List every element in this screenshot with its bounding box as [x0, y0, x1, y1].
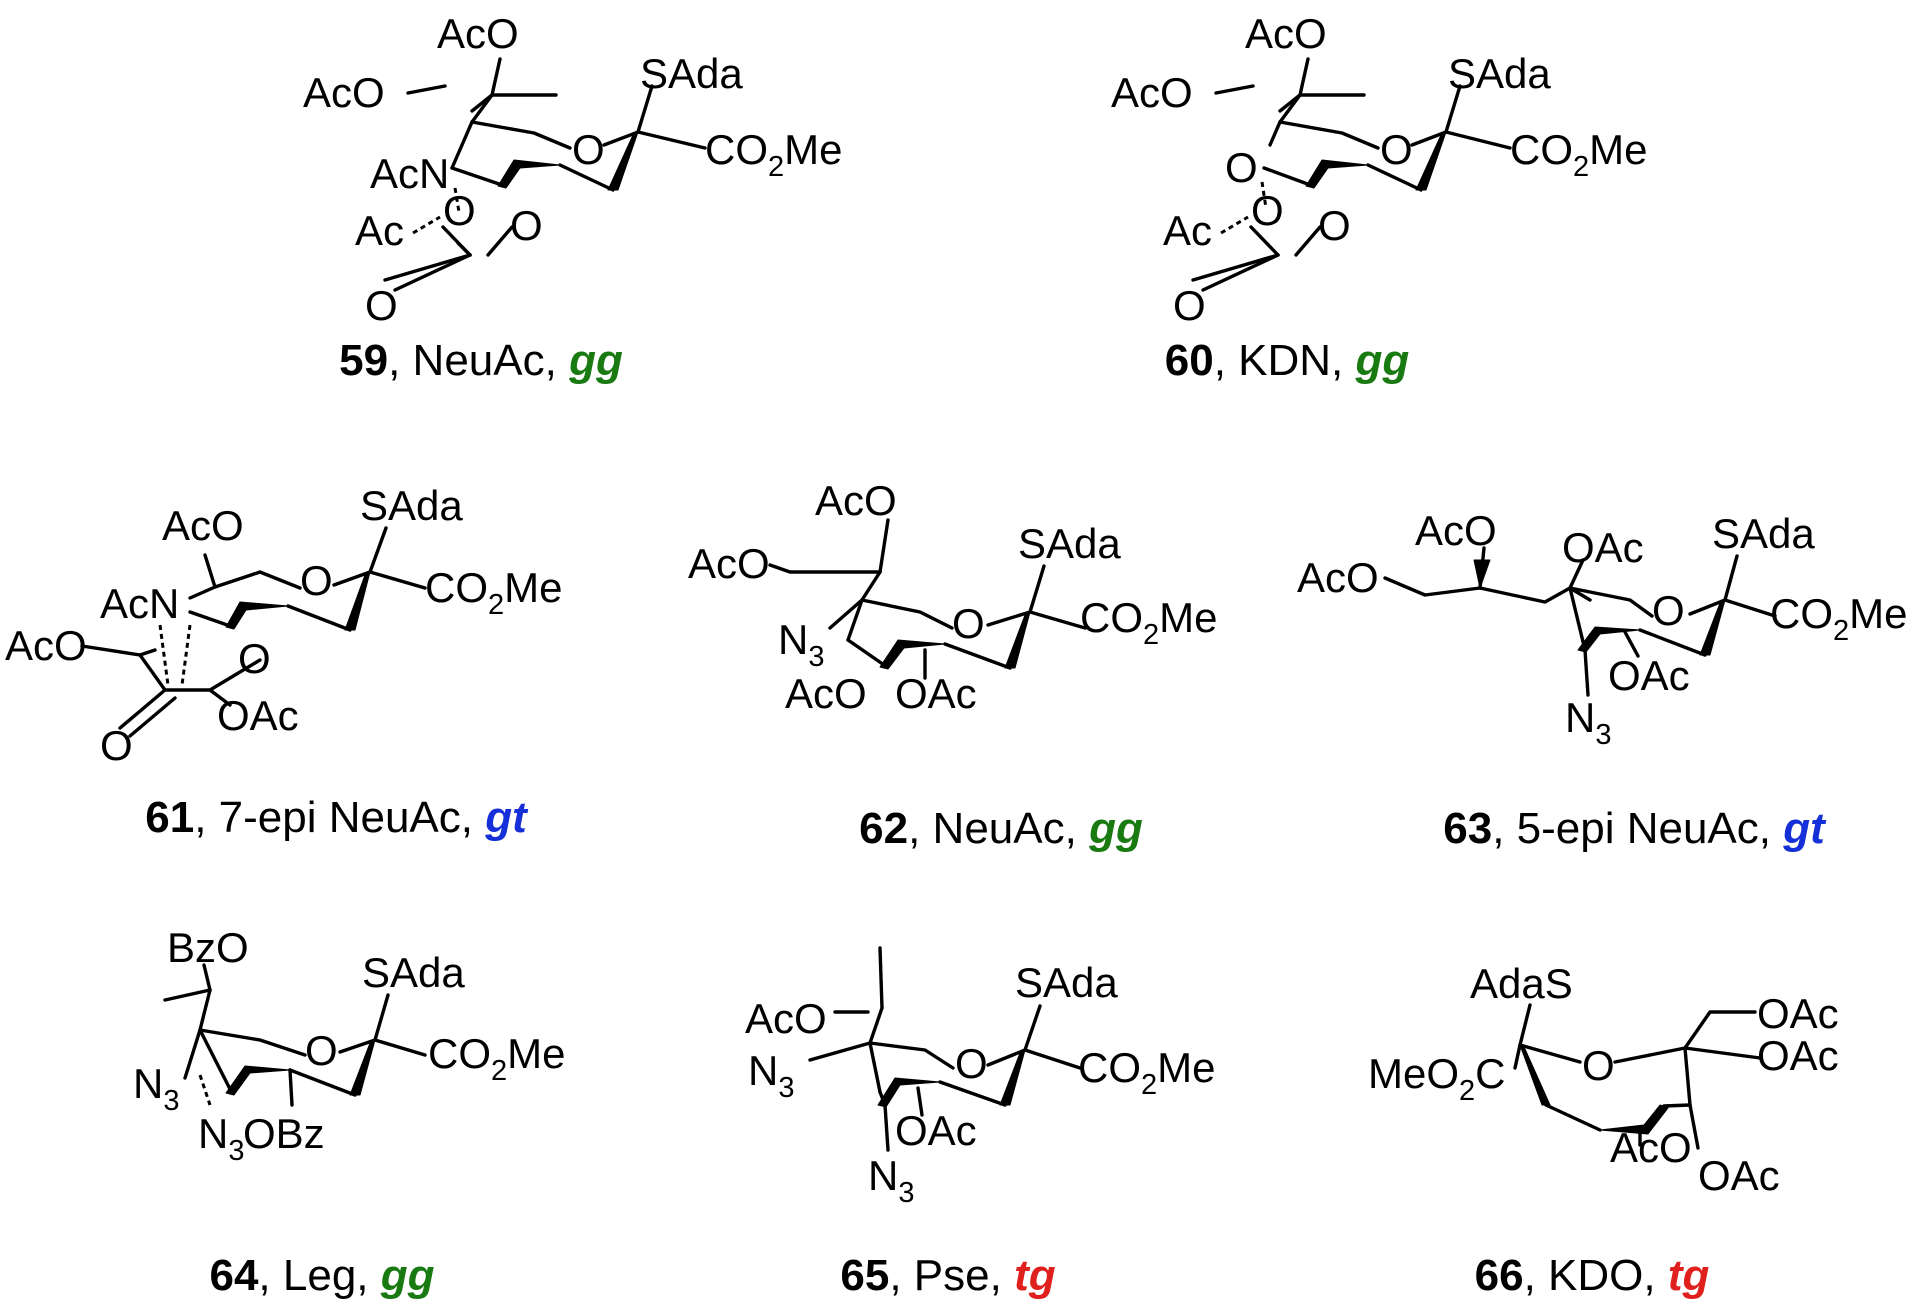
ester-label: CO2Me — [705, 126, 843, 183]
structure-63: AcO AcO OAc SAda O CO2Me OAc N3 — [1297, 507, 1908, 751]
carbonyl-oxygen: O — [100, 722, 133, 769]
azide-label: N3 — [778, 616, 824, 673]
acetoxy-label: AcO — [303, 69, 385, 116]
caption-59: 59, NeuAc, gg — [339, 336, 623, 385]
acetyl-label: Ac — [1163, 207, 1212, 254]
sada-label: SAda — [1018, 520, 1121, 567]
acetoxy-label: OAc — [1757, 1032, 1839, 1079]
structure-62: AcO AcO SAda O CO2Me N3 AcO OAc — [688, 477, 1218, 717]
carbonyl-oxygen: O — [365, 282, 398, 329]
acetoxy-label: OAc — [895, 1107, 977, 1154]
acetoxy-label: AcO — [5, 622, 87, 669]
caption-60: 60, KDN, gg — [1165, 336, 1410, 385]
caption-65: 65, Pse, tg — [840, 1251, 1055, 1300]
ester-label: CO2Me — [1078, 1044, 1216, 1101]
acetoxy-label: AcO — [785, 670, 867, 717]
oxazolidinone-oxygen: O — [443, 187, 476, 234]
ring-oxygen: O — [300, 557, 333, 604]
acetoxy-label: AcO — [1111, 69, 1193, 116]
acetoxy-label: OAc — [1757, 990, 1839, 1037]
oxazolidinone-oxygen: O — [1251, 187, 1284, 234]
caption-63: 63, 5-epi NeuAc, gt — [1443, 804, 1827, 853]
sada-label: SAda — [640, 50, 743, 97]
caption-62: 62, NeuAc, gg — [859, 804, 1143, 853]
ester-label: CO2Me — [428, 1030, 566, 1087]
ring-oxygen: O — [1652, 587, 1685, 634]
structure-61: AcO SAda O CO2Me AcN AcO O O OAc — [5, 482, 563, 769]
ring-oxygen: O — [1582, 1042, 1615, 1089]
structure-59: AcO AcO SAda O CO2Me AcN Ac O O O — [303, 10, 843, 329]
structure-64: BzO SAda O CO2Me N3 N3 OBz — [133, 924, 566, 1167]
acetyl-label: Ac — [355, 207, 404, 254]
ring-oxygen: O — [572, 126, 605, 173]
acetoxy-label: OAc — [895, 670, 977, 717]
acetamido-label: AcN — [370, 150, 449, 197]
acetoxy-label: AcO — [1415, 507, 1497, 554]
acetoxy-label: AcO — [437, 10, 519, 57]
azide-label: N3 — [1565, 694, 1611, 751]
oxazolidinone-oxygen: O — [1318, 202, 1351, 249]
acetoxy-label: OAc — [217, 692, 299, 739]
sada-label: SAda — [362, 949, 465, 996]
caption-61: 61, 7-epi NeuAc, gt — [145, 793, 529, 842]
structure-65: AcO N3 SAda O CO2Me OAc N3 — [745, 946, 1216, 1209]
azide-label: N3 — [133, 1060, 179, 1117]
oxazolidinone-oxygen: O — [238, 635, 271, 682]
sada-label: SAda — [1712, 510, 1815, 557]
azide-label: N3 — [868, 1152, 914, 1209]
acetoxy-label: AcO — [162, 502, 244, 549]
acetoxy-label: AcO — [1245, 10, 1327, 57]
acetamido-label: AcN — [100, 580, 179, 627]
ring-oxygen: O — [1225, 144, 1258, 191]
azide-label: N3 — [198, 1110, 244, 1167]
structure-66: AdaS MeO2C O OAc OAc AcO OAc — [1368, 960, 1839, 1199]
sada-label: SAda — [360, 482, 463, 529]
oxazolidinone-oxygen: O — [510, 202, 543, 249]
structure-60: AcO AcO SAda O CO2Me O Ac O O O — [1111, 10, 1648, 329]
sada-label: SAda — [1448, 50, 1551, 97]
acetoxy-label: OAc — [1562, 524, 1644, 571]
acetoxy-label: OAc — [1698, 1152, 1780, 1199]
ester-label: MeO2C — [1368, 1050, 1506, 1107]
ester-label: CO2Me — [1770, 590, 1908, 647]
carbonyl-oxygen: O — [1173, 282, 1206, 329]
acetoxy-label: AcO — [745, 995, 827, 1042]
benzoyloxy-label: OBz — [243, 1110, 325, 1157]
ester-label: CO2Me — [425, 564, 563, 621]
caption-64: 64, Leg, gg — [209, 1251, 434, 1300]
acetoxy-label: AcO — [1297, 554, 1379, 601]
ring-oxygen: O — [305, 1027, 338, 1074]
sada-label: SAda — [1015, 959, 1118, 1006]
adamantylthio-label: AdaS — [1470, 960, 1573, 1007]
acetoxy-label: OAc — [1608, 652, 1690, 699]
ring-oxygen: O — [955, 1040, 988, 1087]
acetoxy-label: AcO — [1610, 1124, 1692, 1171]
acetoxy-label: AcO — [815, 477, 897, 524]
ester-label: CO2Me — [1510, 126, 1648, 183]
caption-66: 66, KDO, tg — [1475, 1251, 1710, 1300]
ester-label: CO2Me — [1080, 594, 1218, 651]
ring-oxygen: O — [1380, 126, 1413, 173]
azide-label: N3 — [748, 1047, 794, 1104]
ring-oxygen: O — [952, 600, 985, 647]
benzoyloxy-label: BzO — [167, 924, 249, 971]
acetoxy-label: AcO — [688, 540, 770, 587]
